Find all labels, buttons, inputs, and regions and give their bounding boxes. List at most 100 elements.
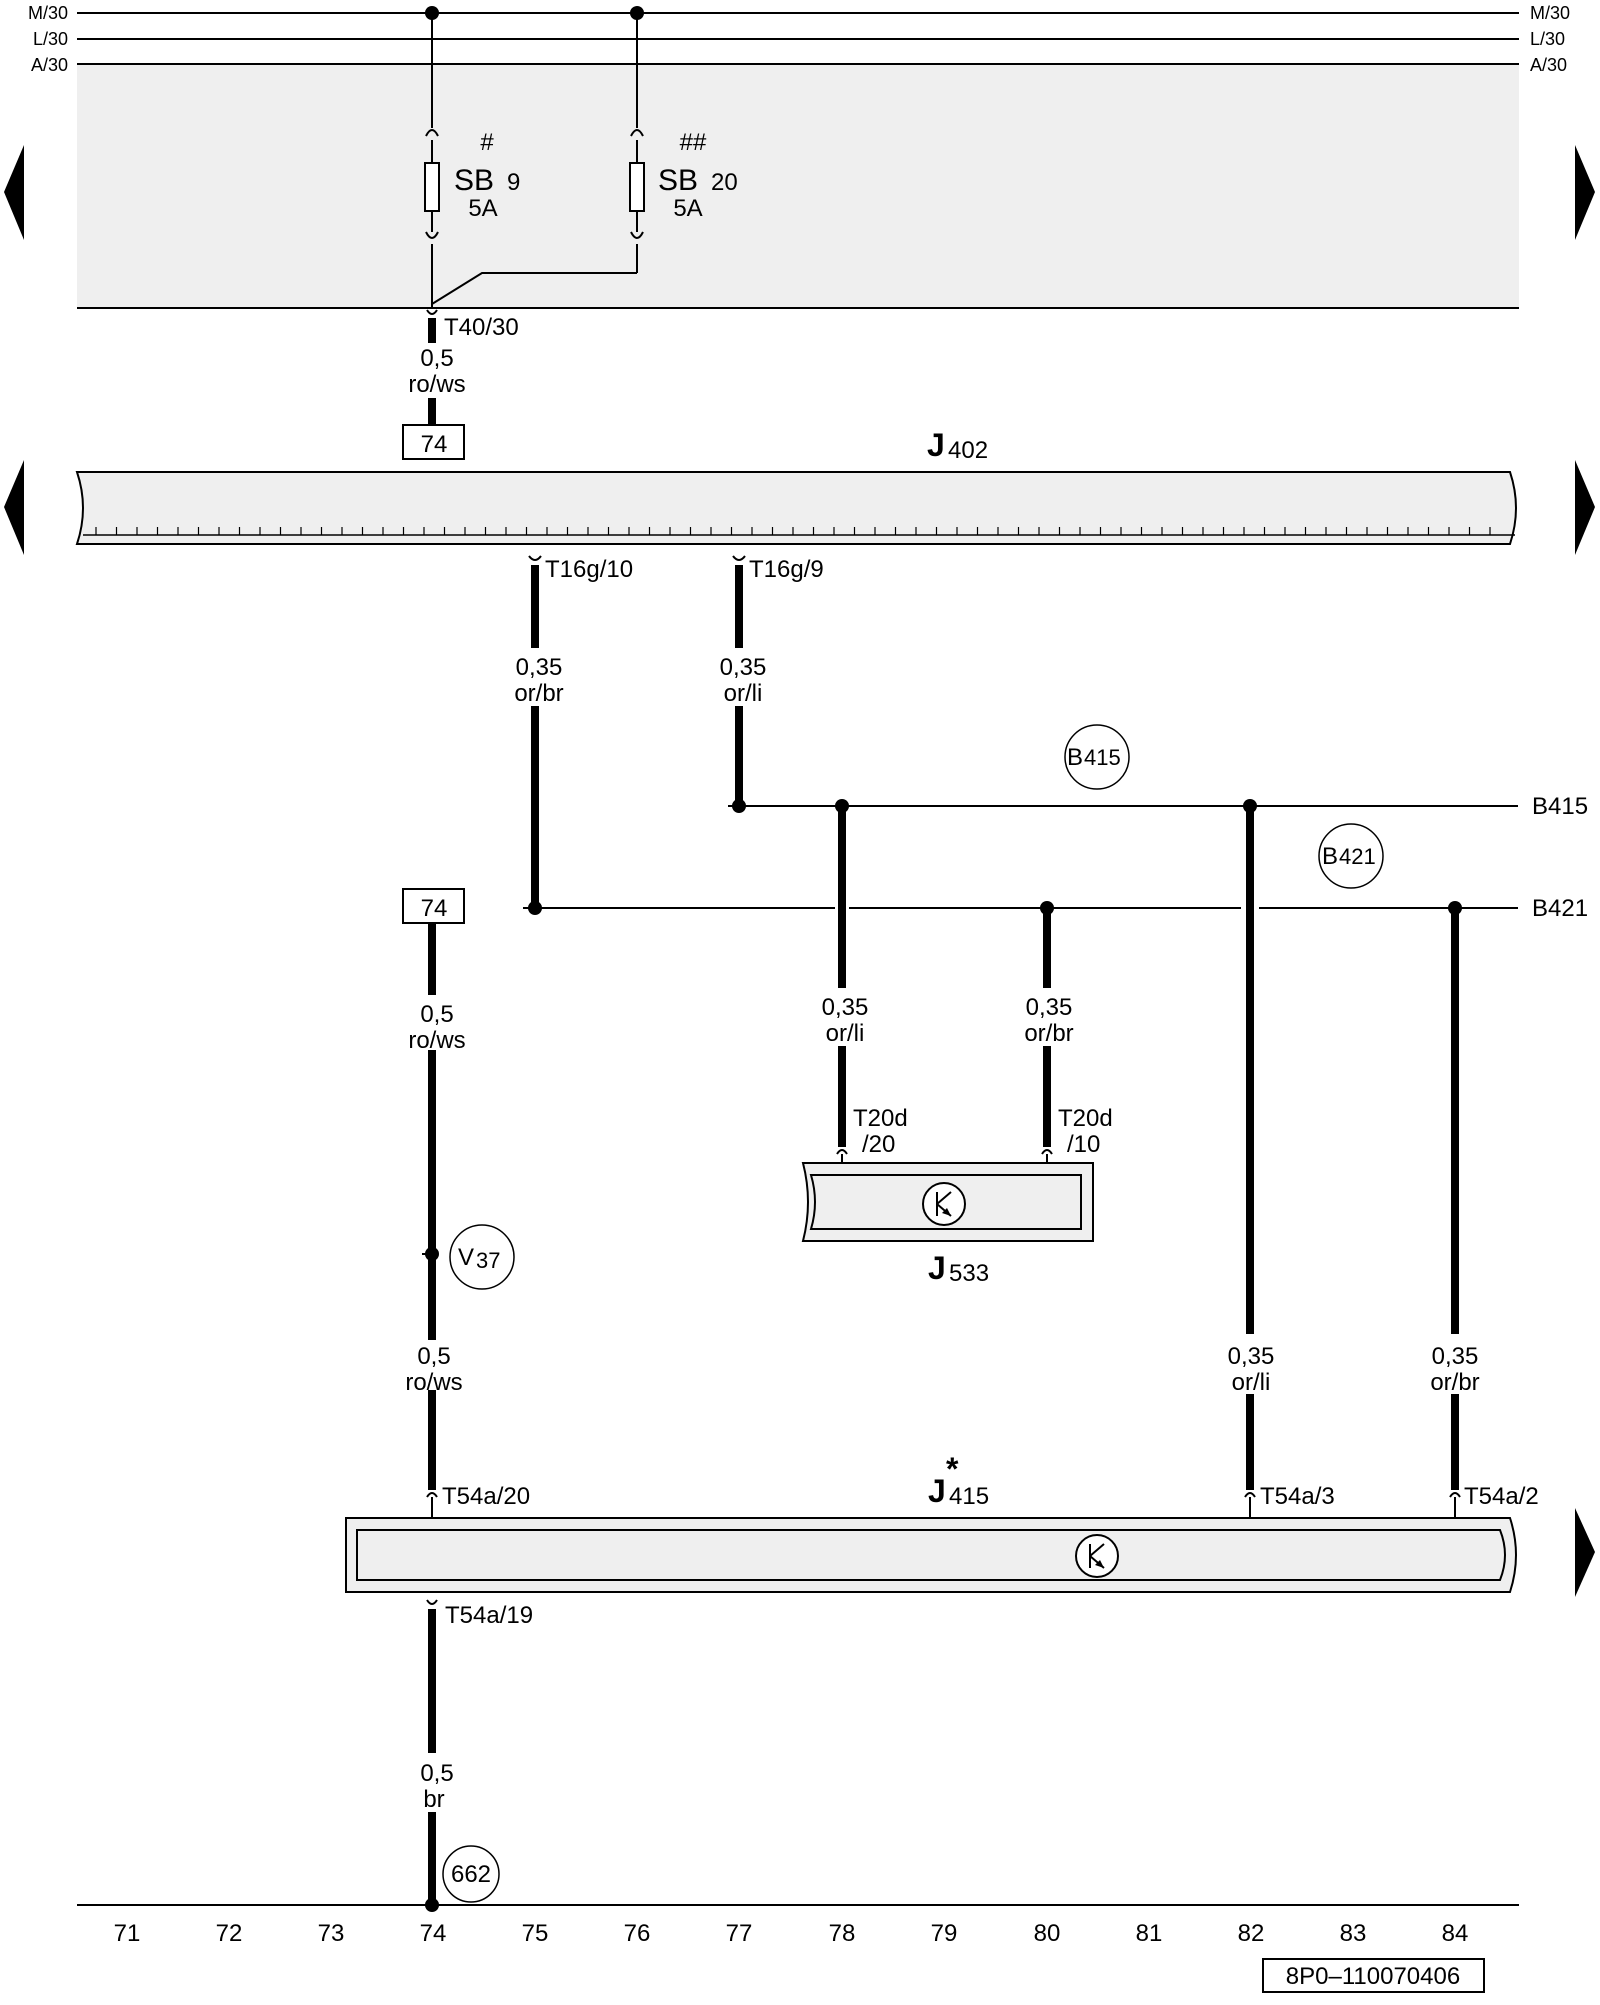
junction-dot-v37 — [425, 1247, 439, 1261]
wire-upper74-color: ro/ws — [408, 1027, 465, 1054]
wire-t16g9-size: 0,35 — [720, 654, 767, 681]
module-j533: J 533 — [801, 1162, 1094, 1287]
fuse-sb20-body — [629, 162, 645, 212]
ref-box-mid — [402, 888, 465, 924]
wire-j533-or-br: 0,35 or/br T20d /10 — [1024, 901, 1113, 1168]
circle-b421 — [1318, 823, 1384, 889]
track-number: 74 — [420, 1920, 447, 1947]
wire-t16g10-size: 0,35 — [516, 654, 563, 681]
wire-ground-size: 0,5 — [420, 1760, 453, 1787]
bus-label-right-a30: A/30 — [1530, 55, 1567, 75]
track-number: 75 — [522, 1920, 549, 1947]
track-number: 77 — [726, 1920, 753, 1947]
ref-box-mid-label: 74 — [421, 895, 448, 922]
wire-track-82: 0,35 or/li T54a/3 — [1228, 799, 1335, 1526]
circle-b415 — [1064, 724, 1130, 790]
module-j415-mark: * — [946, 1451, 959, 1487]
connector-t54a-20: T54a/20 — [442, 1483, 530, 1510]
fuse-sb20: ## SB 20 5A — [431, 6, 738, 305]
module-j402: J 402 — [75, 427, 1517, 545]
page-next-arrow-top[interactable] — [1575, 145, 1595, 240]
wire-j533-li-size: 0,35 — [822, 994, 869, 1021]
wire-t16g9-color: or/li — [724, 680, 763, 707]
track-number: 79 — [931, 1920, 958, 1947]
fuse-sb9-symbol: # — [480, 129, 494, 156]
track-number: 83 — [1340, 1920, 1367, 1947]
page-next-arrow-mid[interactable] — [1575, 460, 1595, 555]
module-j533-letter: J — [928, 1250, 946, 1286]
circle-v37-letter: V — [458, 1244, 474, 1271]
connector-t20d-10-b: /10 — [1067, 1131, 1100, 1158]
track-number: 82 — [1238, 1920, 1265, 1947]
track-number: 76 — [624, 1920, 651, 1947]
fuse-sb20-name: SB — [658, 164, 698, 197]
wire-t40-30: T40/30 0,5 ro/ws 74 — [402, 309, 519, 460]
wire-lower74-color: ro/ws — [405, 1369, 462, 1396]
fuse-sb20-number: 20 — [711, 169, 738, 196]
wire-upper74-size: 0,5 — [420, 1001, 453, 1028]
connector-t54a-19: T54a/19 — [445, 1602, 533, 1629]
fuse-sb9-name: SB — [454, 164, 494, 197]
diagram-code-box — [1262, 1958, 1485, 1993]
fuse-sb20-rating: 5A — [673, 195, 702, 222]
module-j533-number: 533 — [949, 1260, 989, 1287]
module-j415-body — [345, 1517, 1517, 1593]
wire-82-size: 0,35 — [1228, 1343, 1275, 1370]
fuse-box-area — [77, 64, 1519, 308]
track-number: 73 — [318, 1920, 345, 1947]
page-prev-arrow-top[interactable] — [4, 145, 24, 240]
module-j415: J * 415 — [345, 1451, 1517, 1593]
circle-v37 — [449, 1224, 515, 1290]
wire-t16g10-color: or/br — [514, 680, 563, 707]
ref-box-top — [402, 424, 465, 460]
module-j402-ticks — [95, 527, 1491, 535]
wire-t40-size: 0,5 — [420, 345, 453, 372]
connector-t20d-10-a: T20d — [1058, 1105, 1113, 1132]
page-prev-arrow-mid[interactable] — [4, 460, 24, 555]
module-j402-number: 402 — [948, 437, 988, 464]
bus-b421-label: B421 — [1532, 895, 1588, 922]
connector-t20d-20-b: /20 — [862, 1131, 895, 1158]
track-number: 84 — [1442, 1920, 1469, 1947]
wire-j533-or-li: 0,35 or/li T20d /20 — [822, 799, 908, 1168]
bus-label-right-l30: L/30 — [1530, 29, 1565, 49]
module-j402-letter: J — [927, 427, 945, 463]
wire-84-color: or/br — [1430, 1369, 1479, 1396]
diagram-code: 8P0–110070406 — [1286, 1963, 1460, 1990]
module-j415-number: 415 — [949, 1483, 989, 1510]
wire-84-size: 0,35 — [1432, 1343, 1479, 1370]
wire-ground-color: br — [423, 1786, 444, 1813]
wire-j533-li-color: or/li — [826, 1020, 865, 1047]
wire-track-84: 0,35 or/br T54a/2 — [1430, 901, 1539, 1526]
wire-82-color: or/li — [1232, 1369, 1271, 1396]
fuse-sb20-symbol: ## — [680, 129, 707, 156]
wire-track-74-upper: 74 0,5 ro/ws V 37 — [402, 888, 515, 1340]
wire-ground: T54a/19 0,5 br 662 — [420, 1599, 533, 1912]
bus-b421: B421 B 421 — [523, 823, 1588, 922]
fuse-sb20-bridge-wire — [431, 272, 637, 305]
circle-b421-number: 421 — [1339, 844, 1376, 869]
track-number: 81 — [1136, 1920, 1163, 1947]
track-numbers: 71 72 73 74 75 76 77 78 79 80 81 82 83 8… — [114, 1920, 1469, 1947]
module-j415-letter: J — [928, 1473, 946, 1509]
diagnosis-icon-j533 — [922, 1182, 966, 1226]
bus-label-left-m30: M/30 — [28, 3, 68, 23]
track-number: 80 — [1034, 1920, 1061, 1947]
track-number: 71 — [114, 1920, 141, 1947]
circle-b421-letter: B — [1322, 843, 1338, 870]
circle-b415-letter: B — [1067, 744, 1083, 771]
diagnosis-icon-j415 — [1075, 1534, 1119, 1578]
connector-t16g-10: T16g/10 — [545, 556, 633, 583]
wire-j533-br-size: 0,35 — [1026, 994, 1073, 1021]
wire-t16g-10: T16g/10 0,35 or/br — [514, 555, 633, 915]
circle-v37-number: 37 — [476, 1248, 500, 1273]
circle-ground-662-label: 662 — [451, 1861, 491, 1888]
page-next-arrow-bottom[interactable] — [1575, 1508, 1595, 1597]
connector-t54a-2: T54a/2 — [1464, 1483, 1539, 1510]
bus-lines: M/30 L/30 A/30 M/30 L/30 A/30 — [28, 3, 1570, 75]
circle-ground-662 — [442, 1845, 500, 1903]
bus-label-right-m30: M/30 — [1530, 3, 1570, 23]
wire-track-74-lower: 0,5 ro/ws T54a/20 — [405, 1343, 530, 1526]
